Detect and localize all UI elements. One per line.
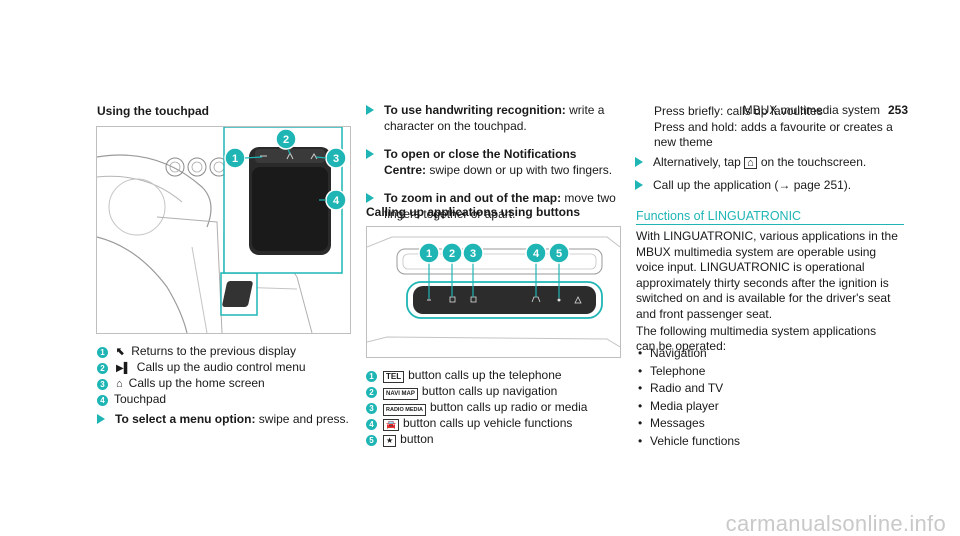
legend-item: 2 ▶▌ Calls up the audio control menu: [97, 360, 306, 376]
svg-text:2: 2: [449, 248, 455, 260]
legend-text: Returns to the previous display: [131, 344, 296, 358]
legend-text: button calls up the telephone: [408, 368, 562, 382]
step-alternative-home: Alternatively, tap ⌂on the touchscreen.: [635, 155, 866, 171]
legend-text: Calls up the home screen: [128, 376, 265, 390]
step-zoom-map: To zoom in and out of the map: move two: [366, 191, 616, 207]
legend-number: 2: [366, 387, 377, 398]
svg-text:3: 3: [333, 153, 339, 165]
callout-5: 5: [548, 242, 570, 298]
svg-text:3: 3: [470, 248, 476, 260]
svg-text:4: 4: [533, 248, 540, 260]
running-header-title: MBUX multimedia system: [742, 103, 880, 117]
legend-text: button calls up radio or media: [429, 400, 588, 414]
step-arrow-icon: [366, 149, 374, 159]
star-icon: ★: [383, 435, 397, 447]
step-arrow-icon: [366, 193, 374, 203]
legend-item: 4 🚘button calls up vehicle functions: [366, 416, 587, 432]
callout-1: 1: [224, 147, 263, 169]
list-item: Messages: [636, 416, 740, 434]
legend-number: 1: [97, 347, 108, 358]
svg-text:2: 2: [283, 134, 289, 146]
svg-text:4: 4: [333, 195, 340, 207]
callout-2: 2: [441, 242, 463, 297]
svg-text:5: 5: [556, 248, 562, 260]
legend-text: button: [400, 432, 434, 446]
legend-number: 2: [97, 363, 108, 374]
touchpad-steps: To use handwriting recognition: write a …: [366, 103, 616, 223]
legend-number: 5: [366, 435, 377, 446]
legend-text: button calls up navigation: [421, 384, 558, 398]
radio-media-button-icon: RADIO MEDIA: [383, 404, 426, 416]
legend-item: 5 ★button: [366, 432, 587, 448]
list-item: Vehicle functions: [636, 434, 740, 452]
step-select-menu-option: To select a menu option: swipe and press…: [97, 412, 349, 428]
step-handwriting: To use handwriting recognition: write a: [366, 103, 604, 119]
watermark: carmanualsonline.info: [725, 510, 946, 536]
car-icon: 🚘: [383, 419, 399, 431]
legend-number: 3: [366, 403, 377, 414]
legend-text: Calls up the audio control menu: [136, 360, 306, 374]
step-arrow-icon: [635, 157, 643, 167]
step-arrow-icon: [635, 180, 643, 190]
home-icon: ⌂: [116, 378, 123, 390]
legend-text: Touchpad: [114, 392, 167, 406]
legend-item: 3 ⌂ Calls up the home screen: [97, 376, 306, 392]
section-title-linguatronic: Functions of LINGUATRONIC: [636, 209, 802, 223]
favourites-notes: Press briefly: calls up favourites Press…: [654, 104, 893, 150]
list-item: Navigation: [636, 346, 740, 364]
buttons-drawing: 1 2 3 4 5: [366, 236, 621, 348]
back-arrow-icon: ⬉: [116, 346, 126, 358]
linguatronic-paragraph: With LINGUATRONIC, various applications …: [636, 229, 898, 354]
touchpad-legend: 1 ⬉ Returns to the previous display 2 ▶▌ Cal…: [97, 344, 306, 408]
legend-number: 4: [97, 395, 108, 406]
legend-number: 1: [366, 371, 377, 382]
list-item: Radio and TV: [636, 381, 740, 399]
skip-forward-icon: ▶▌: [116, 363, 131, 374]
section-rule: [636, 224, 904, 225]
legend-number: 3: [97, 379, 108, 390]
callout-4: 4: [319, 189, 347, 211]
tel-button-icon: TEL: [383, 371, 405, 383]
callout-3: 3: [315, 147, 347, 169]
page-number: 253: [887, 103, 908, 117]
application-list: Navigation Telephone Radio and TV Media …: [636, 346, 740, 452]
legend-number: 4: [366, 419, 377, 430]
navi-map-button-icon: NAVI MAP: [383, 388, 418, 400]
svg-text:1: 1: [426, 248, 432, 260]
svg-text:1: 1: [232, 153, 238, 165]
legend-text: button calls up vehicle functions: [402, 416, 573, 430]
section-heading-touchpad: Using the touchpad: [97, 104, 209, 118]
buttons-illustration: 1 2 3 4 5: [366, 226, 621, 358]
step-notifications: To open or close the Notifications: [366, 147, 586, 163]
legend-item: 4 Touchpad: [97, 392, 306, 408]
step-call-up-application: Call up the application (→ page 251).: [635, 178, 851, 194]
touchpad-drawing: 1 2 3 4: [96, 126, 347, 334]
callout-4: 4: [525, 242, 547, 297]
callout-1: 1: [418, 242, 440, 299]
list-item: Telephone: [636, 364, 740, 382]
step-arrow-icon: [366, 105, 374, 115]
callout-2: 2: [275, 128, 297, 155]
list-item: Media player: [636, 399, 740, 417]
legend-item: 1 ⬉ Returns to the previous display: [97, 344, 306, 360]
step-arrow-icon: [97, 414, 105, 424]
touchpad-illustration: 1 2 3 4: [96, 126, 351, 334]
home-icon: ⌂: [744, 157, 757, 169]
callout-3: 3: [462, 242, 484, 297]
subheading-buttons: Calling up applications using buttons: [366, 205, 580, 219]
